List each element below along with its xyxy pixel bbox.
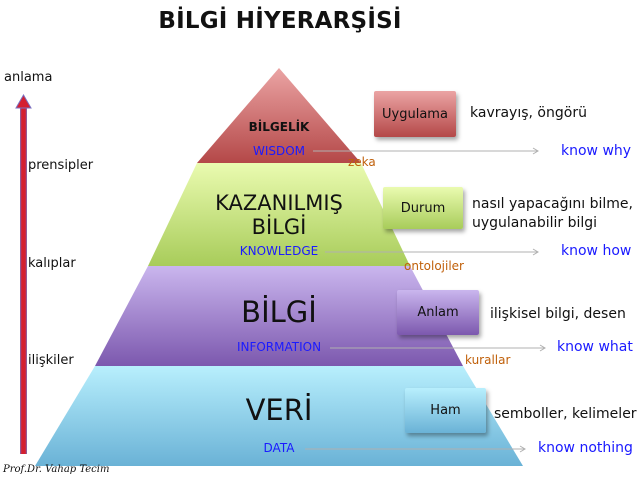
- box-application: Uygulama: [374, 91, 456, 137]
- layer-information-title: BİLGİ: [241, 295, 317, 329]
- layer-knowledge-title-line2: BİLGİ: [251, 215, 307, 239]
- box-raw-label: Ham: [430, 403, 461, 418]
- understanding-arrow-icon: [15, 93, 32, 454]
- know-how: know how: [561, 243, 632, 259]
- desc-knowledge: nasıl yapacağını bilme, uygulanabilir bi…: [472, 195, 633, 233]
- keyword-rules: kurallar: [465, 353, 511, 367]
- box-meaning: Anlam: [397, 290, 479, 335]
- keyword-ontologies: ontolojiler: [404, 259, 464, 273]
- layer-wisdom-title: BİLGELİK: [248, 120, 310, 134]
- diagram-title: BİLGİ HİYERARŞİSİ: [158, 8, 402, 34]
- desc-information: ilişkisel bilgi, desen: [490, 306, 626, 322]
- box-meaning-label: Anlam: [417, 305, 459, 320]
- layer-data-title: VERİ: [245, 393, 313, 427]
- layer-knowledge-title-line1: KAZANILMIŞ: [215, 191, 343, 215]
- desc-wisdom: kavrayış, öngörü: [470, 105, 587, 121]
- author-credit: Prof.Dr. Vahap Tecim: [3, 464, 110, 475]
- know-what: know what: [557, 339, 633, 355]
- layer-knowledge-subtitle: KNOWLEDGE: [239, 244, 319, 258]
- axis-label-patterns: kalıplar: [28, 256, 76, 271]
- layer-knowledge-title: KAZANILMIŞ BİLGİ: [199, 191, 359, 239]
- layer-information-subtitle: INFORMATION: [236, 340, 322, 354]
- box-application-label: Uygulama: [382, 106, 448, 122]
- know-why: know why: [561, 143, 632, 159]
- axis-top-label: anlama: [4, 70, 53, 85]
- desc-data: semboller, kelimeler: [494, 406, 637, 422]
- layer-wisdom-subtitle: WISDOM: [252, 144, 306, 158]
- axis-label-relations: ilişkiler: [28, 353, 74, 368]
- box-situation: Durum: [383, 187, 463, 229]
- know-nothing: know nothing: [538, 440, 633, 456]
- box-raw: Ham: [405, 388, 486, 433]
- layer-data-subtitle: DATA: [263, 441, 295, 455]
- box-situation-label: Durum: [400, 200, 446, 216]
- axis-label-principles: prensipler: [28, 158, 94, 173]
- desc-knowledge-line2: uygulanabilir bilgi: [472, 215, 598, 231]
- keyword-intelligence: zeka: [348, 155, 376, 169]
- desc-knowledge-line1: nasıl yapacağını bilme,: [472, 196, 633, 212]
